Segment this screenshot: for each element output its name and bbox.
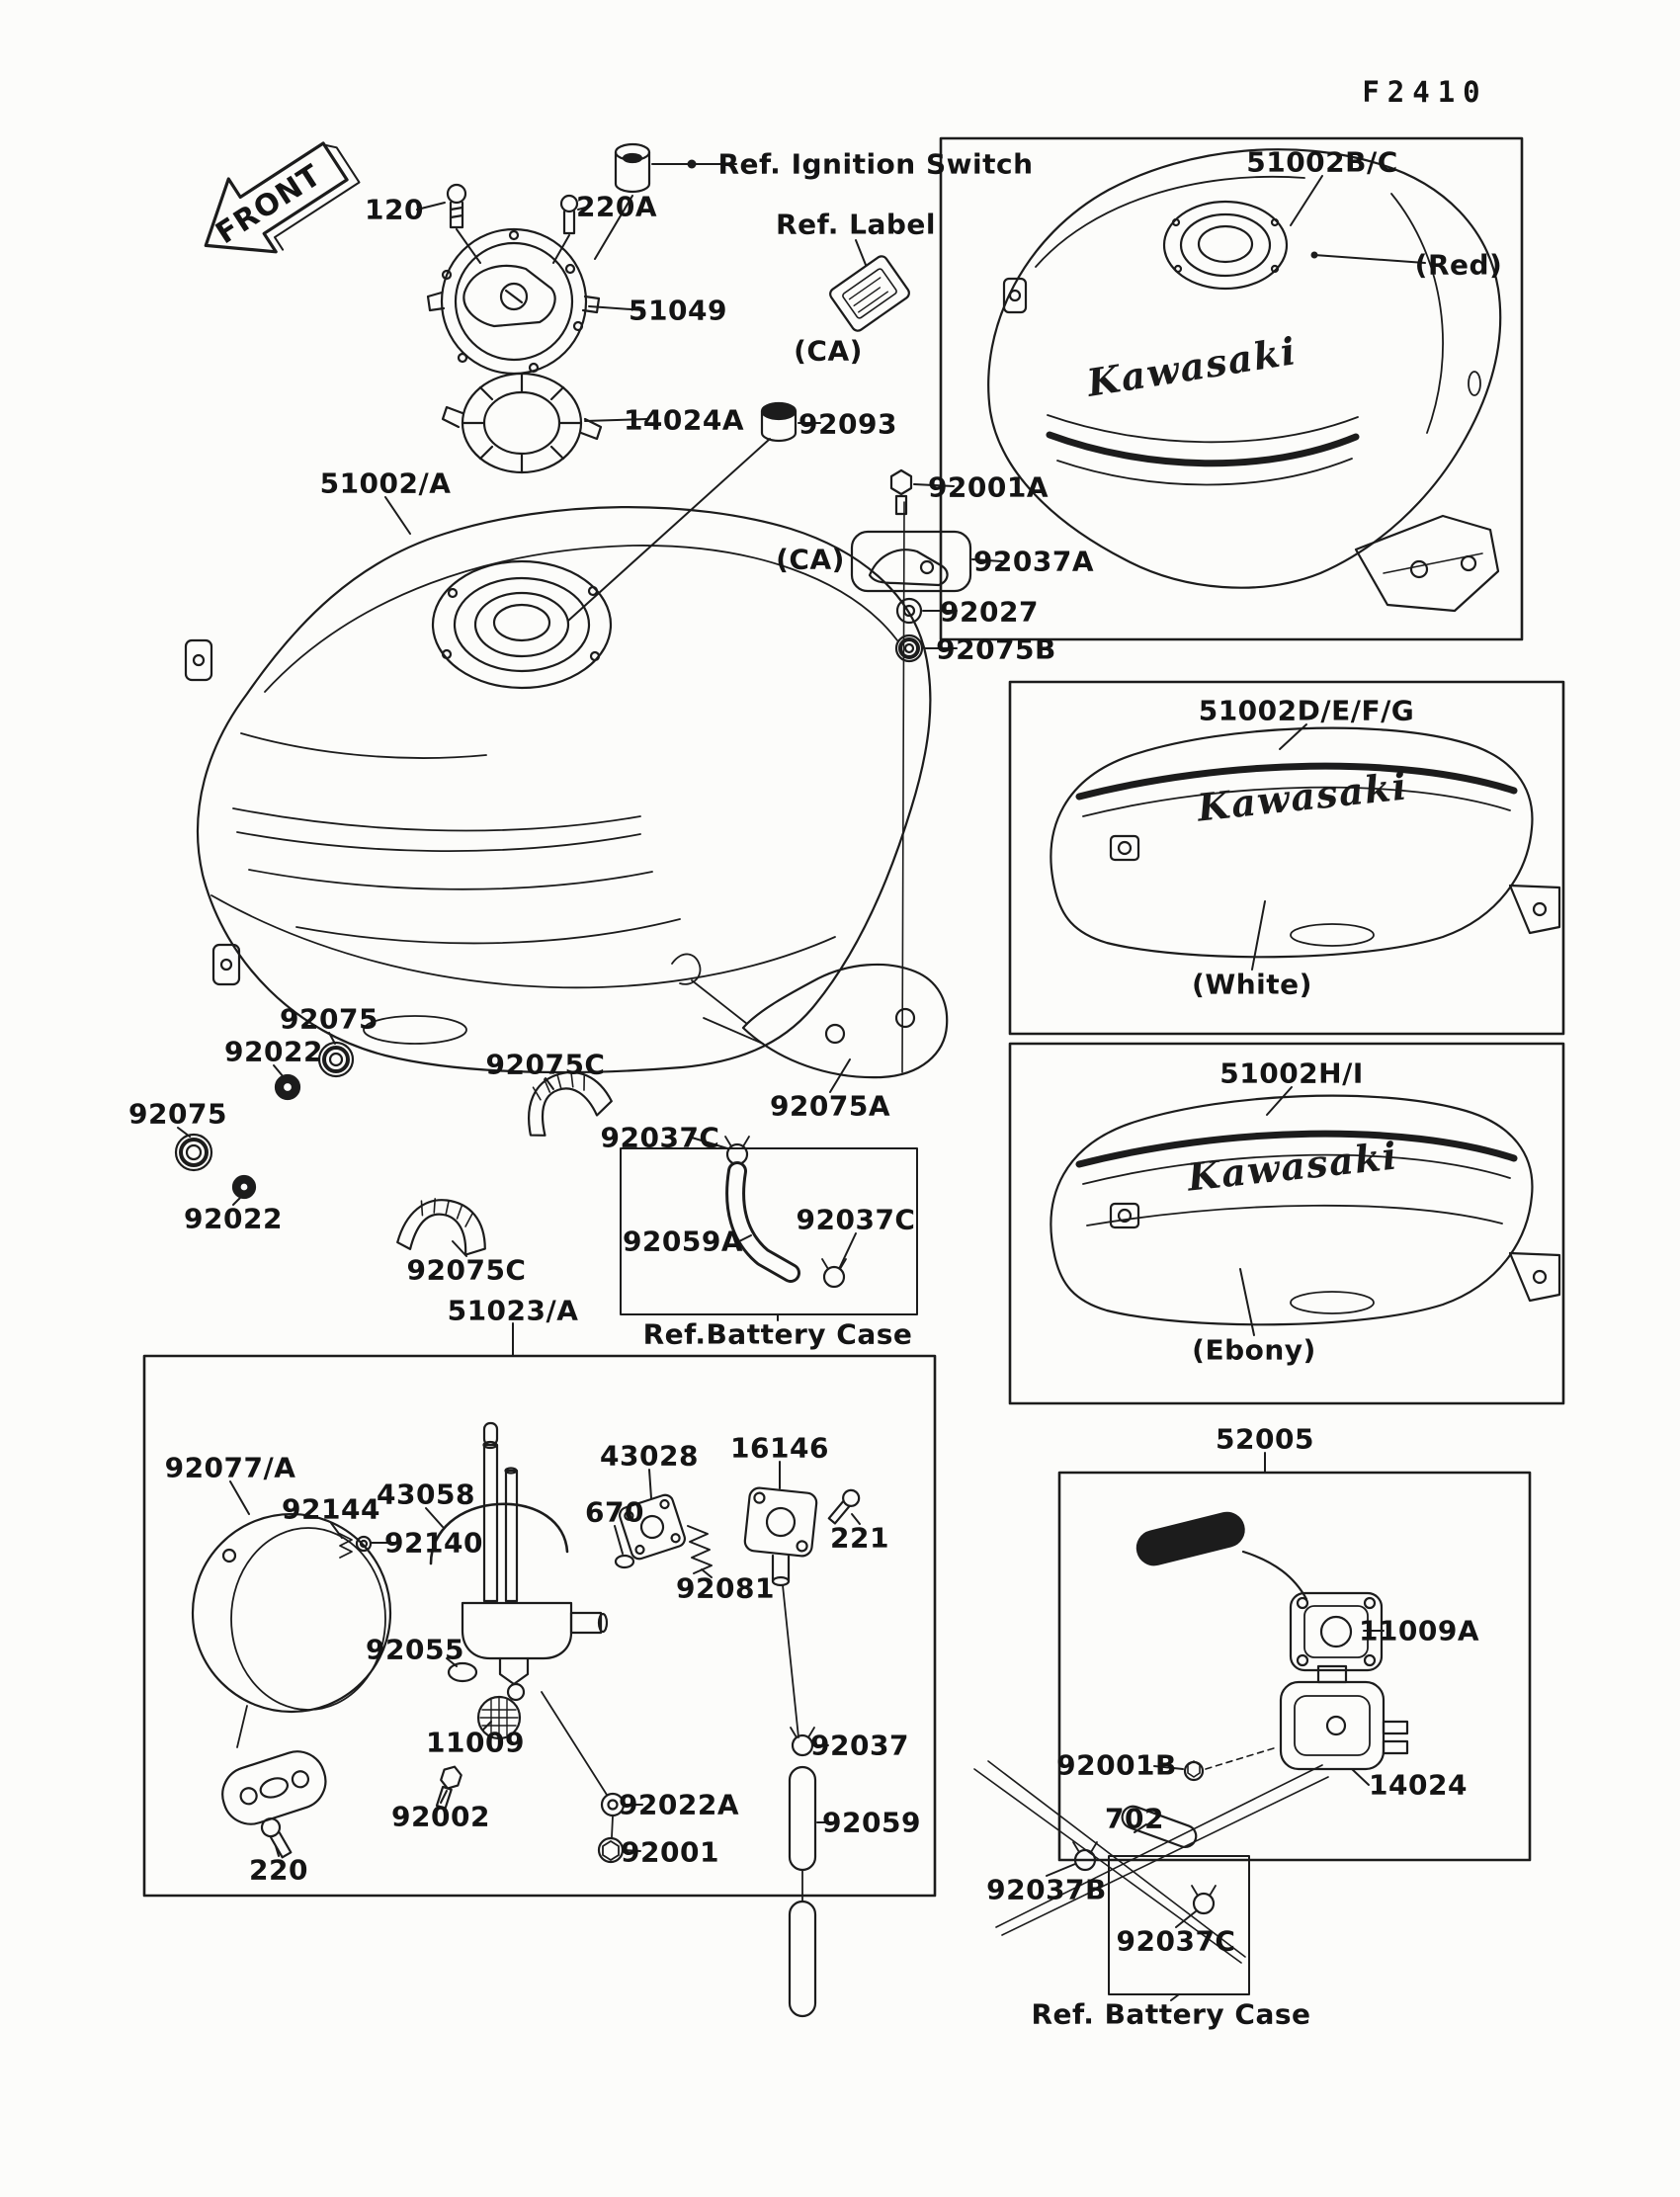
front-arrow-label: FRONT xyxy=(210,157,328,252)
tank-variant-white-drawing xyxy=(1050,723,1561,971)
ca-note-1: (CA) xyxy=(794,334,863,368)
p92075-1: 92075 xyxy=(280,1002,378,1036)
front-arrow-icon xyxy=(204,141,361,254)
p92022-1: 92022 xyxy=(224,1035,323,1068)
p670: 670 xyxy=(585,1495,644,1529)
fuel-cap-drawing xyxy=(426,227,645,376)
p43058: 43058 xyxy=(377,1478,475,1511)
kawasaki-logo-red: Kawasaki xyxy=(1083,328,1301,405)
p92001b: 92001B xyxy=(1056,1748,1177,1782)
p92037a: 92037A xyxy=(972,545,1095,578)
p92037: 92037 xyxy=(810,1729,909,1762)
fuel-pump-drawing xyxy=(973,1452,1409,2001)
p92075-2: 92075 xyxy=(128,1097,227,1131)
p51002-defg: 51002D/E/F/G xyxy=(1198,694,1415,727)
p92001a: 92001A xyxy=(927,470,1050,504)
p14024: 14024 xyxy=(1369,1768,1468,1802)
p92027: 92027 xyxy=(940,595,1039,629)
p92022a: 92022A xyxy=(618,1788,740,1821)
ebony-note: (Ebony) xyxy=(1192,1333,1316,1367)
p51049: 51049 xyxy=(629,294,727,327)
p92081: 92081 xyxy=(676,1571,775,1605)
p43028: 43028 xyxy=(600,1439,699,1473)
p120: 120 xyxy=(365,193,424,226)
p16146: 16146 xyxy=(730,1431,829,1465)
fuel-gauge-drawing xyxy=(191,1480,392,1859)
p92075c-2: 92075C xyxy=(406,1253,527,1287)
p92059a: 92059A xyxy=(622,1225,744,1258)
mount-rubbers-drawing xyxy=(174,1032,613,1257)
p702: 702 xyxy=(1105,1802,1164,1835)
p220a: 220A xyxy=(575,190,658,223)
p51023-a: 51023/A xyxy=(447,1294,579,1327)
p51002-a: 51002/A xyxy=(319,466,452,500)
p92002: 92002 xyxy=(391,1800,490,1833)
ref-battery-case-1: Ref.Battery Case xyxy=(642,1317,913,1351)
p92055: 92055 xyxy=(366,1633,464,1666)
p92037b: 92037B xyxy=(986,1873,1107,1906)
ref-label: Ref. Label xyxy=(776,208,936,241)
p92037c-3: 92037C xyxy=(1116,1924,1236,1958)
p51002-bc: 51002B/C xyxy=(1246,145,1398,179)
grommet-92093-drawing xyxy=(567,401,821,622)
tank-variant-red-drawing xyxy=(987,148,1502,613)
petcock-small-parts-drawing xyxy=(597,1461,861,1864)
p92144: 92144 xyxy=(282,1492,380,1526)
fuel-hose-upper-drawing xyxy=(512,1136,857,1357)
kawasaki-logo-ebony: Kawasaki xyxy=(1185,1133,1400,1200)
petcock-drawing xyxy=(330,1421,609,1810)
ignition-bushing-drawing xyxy=(594,142,737,260)
label-plate-drawing xyxy=(829,239,910,332)
drain-hose-drawing xyxy=(788,1727,839,2018)
p92075b: 92075B xyxy=(936,633,1056,666)
tank-variant-ebony-drawing xyxy=(1050,1086,1561,1336)
p92022-2: 92022 xyxy=(184,1202,283,1235)
ca-note-2: (CA) xyxy=(776,543,845,576)
p92093: 92093 xyxy=(798,407,897,441)
red-note: (Red) xyxy=(1414,248,1503,282)
screw-220a-drawing xyxy=(552,194,590,264)
p92075c-1: 92075C xyxy=(485,1048,606,1081)
tank-mount-hardware-drawing xyxy=(829,468,1003,1093)
white-note: (White) xyxy=(1192,968,1312,1001)
p11009: 11009 xyxy=(426,1726,525,1759)
p92001: 92001 xyxy=(621,1835,719,1869)
p11009a: 11009A xyxy=(1358,1614,1480,1648)
p92037c-1: 92037C xyxy=(600,1121,720,1154)
p92059: 92059 xyxy=(822,1806,921,1839)
ref-ignition-switch: Ref. Ignition Switch xyxy=(717,147,1034,181)
ref-battery-case-2: Ref. Battery Case xyxy=(1031,1997,1311,2031)
cap-gasket-drawing xyxy=(441,372,648,474)
p220: 220 xyxy=(249,1853,308,1887)
kawasaki-logo-white: Kawasaki xyxy=(1195,763,1410,830)
p52005: 52005 xyxy=(1216,1422,1314,1456)
p51002-hi: 51002H/I xyxy=(1219,1056,1364,1090)
p221: 221 xyxy=(830,1521,889,1555)
p92077-a: 92077/A xyxy=(164,1451,296,1484)
drawing-code: F2410 xyxy=(1362,75,1488,109)
p92075a: 92075A xyxy=(769,1089,891,1123)
panel-boxes xyxy=(142,136,1565,1995)
p14024a: 14024A xyxy=(623,403,745,437)
p92037c-2: 92037C xyxy=(796,1203,916,1236)
fuel-tank-drawing xyxy=(184,496,949,1079)
p92140: 92140 xyxy=(384,1526,483,1560)
